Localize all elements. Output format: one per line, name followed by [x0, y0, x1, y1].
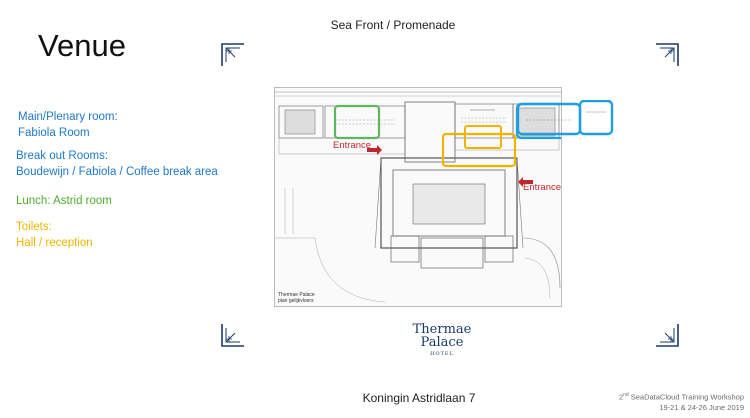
venue-address-text: Koningin Astridlaan 7 — [362, 391, 476, 405]
corner-ornament-bottom-right — [656, 324, 679, 347]
plan-caption: Thermae Palace plan gelijkvloers — [278, 292, 315, 304]
workshop-info: 2nd SeaDataCloud Training Workshop 19-21… — [619, 390, 744, 413]
legend-toilets-title: Toilets: — [16, 221, 52, 233]
entrance-label-left: Entrance — [333, 140, 372, 151]
thermae-palace-logo: Thermae Palace HOTEL — [402, 323, 482, 357]
venue-address: Koningin Astridlaan 7 — [0, 391, 750, 405]
legend-breakout-rooms: Break out Rooms: Boudewijn / Fabiola / C… — [16, 148, 218, 180]
breakout-area-highlight — [516, 100, 614, 136]
logo-line1: Thermae — [412, 322, 472, 337]
floor-plan — [274, 87, 621, 307]
plan-caption-line1: Thermae Palace — [278, 292, 315, 298]
slide-title: Venue — [38, 28, 126, 63]
legend-breakout-value: Boudewijn / Fabiola / Coffee break area — [16, 166, 218, 178]
legend-toilets-value: Hall / reception — [16, 237, 93, 249]
plan-caption-line2: plan gelijkvloers — [278, 298, 314, 304]
legend-breakout-title: Break out Rooms: — [16, 150, 109, 162]
workshop-line2: 19-21 & 24-26 June 2019 — [659, 402, 744, 412]
logo-line3: HOTEL — [430, 351, 454, 357]
workshop-line1: 2nd SeaDataCloud Training Workshop — [618, 392, 744, 402]
legend-toilets: Toilets: Hall / reception — [16, 219, 93, 251]
legend-main-value: Fabiola Room — [18, 127, 90, 139]
sea-front-label: Sea Front / Promenade — [0, 18, 750, 32]
legend-main-room: Main/Plenary room: Fabiola Room — [18, 109, 118, 141]
corner-ornament-top-right — [656, 43, 679, 66]
legend-lunch: Lunch: Astrid room — [16, 195, 112, 207]
corner-ornament-bottom-left — [221, 324, 244, 347]
corner-ornament-top-left — [221, 43, 244, 66]
sea-front-text: Sea Front / Promenade — [330, 18, 456, 32]
legend-main-title: Main/Plenary room: — [18, 111, 118, 123]
entrance-label-right: Entrance — [523, 182, 562, 193]
logo-line2: Palace — [420, 335, 464, 350]
